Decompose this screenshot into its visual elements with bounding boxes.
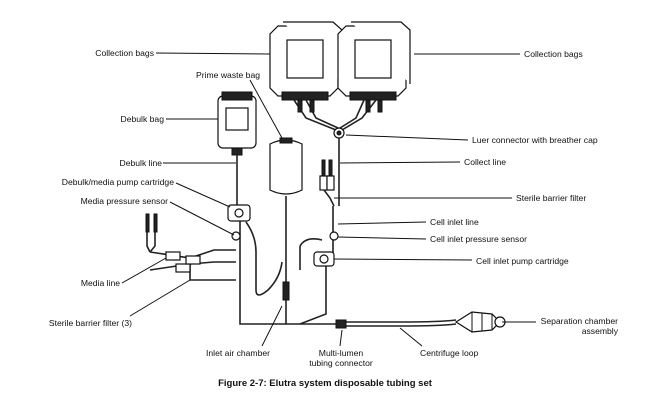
label-multi-lumen-connector: Multi-lumen tubing connector (309, 348, 373, 368)
label-collect-line: Collect line (464, 157, 507, 167)
label-debulk-media-pump-cartridge: Debulk/media pump cartridge (61, 177, 174, 187)
collection-tubes (293, 99, 383, 131)
label-debulk-line: Debulk line (119, 158, 162, 168)
label-cell-inlet-line: Cell inlet line (430, 217, 479, 227)
collection-bag-left (269, 21, 343, 101)
label-inlet-air-chamber: Inlet air chamber (206, 348, 271, 358)
label-media-pressure-sensor: Media pressure sensor (80, 196, 168, 206)
label-cell-inlet-pressure-sensor: Cell inlet pressure sensor (430, 234, 527, 244)
media-line-filters (145, 213, 201, 273)
label-centrifuge-loop: Centrifuge loop (420, 348, 479, 358)
label-debulk-bag: Debulk bag (120, 114, 164, 124)
label-separation-chamber-assembly: Separation chamber assembly (540, 316, 618, 336)
label-prime-waste-bag: Prime waste bag (196, 70, 261, 80)
sterile-barrier-filter-top (319, 159, 335, 207)
debulk-bag (217, 91, 257, 156)
luer-connector (333, 127, 345, 139)
label-luer-connector: Luer connector with breather cap (472, 135, 598, 145)
leader-lines (121, 52, 536, 347)
label-sterile-barrier-filter-3: Sterile barrier filter (3) (48, 318, 132, 328)
label-cell-inlet-pump-cartridge: Cell inlet pump cartridge (476, 256, 569, 266)
tubing (149, 138, 457, 327)
cell-inlet-pump-cartridge (313, 251, 335, 267)
collection-bag-right (337, 21, 411, 101)
prime-waste-bag (269, 137, 303, 195)
separation-chamber (454, 311, 506, 333)
debulk-media-pump-cartridge (227, 204, 251, 222)
inlet-air-chamber (282, 281, 290, 301)
media-pressure-sensor (231, 231, 241, 241)
label-media-line: Media line (80, 278, 120, 288)
cell-inlet-pressure-sensor (329, 231, 339, 241)
label-sterile-barrier-filter: Sterile barrier filter (516, 193, 587, 203)
figure-caption: Figure 2-7: Elutra system disposable tub… (218, 378, 432, 389)
multi-lumen-connector (335, 319, 347, 329)
label-collection-bags-right: Collection bags (524, 49, 583, 59)
label-collection-bags-left: Collection bags (95, 48, 154, 58)
